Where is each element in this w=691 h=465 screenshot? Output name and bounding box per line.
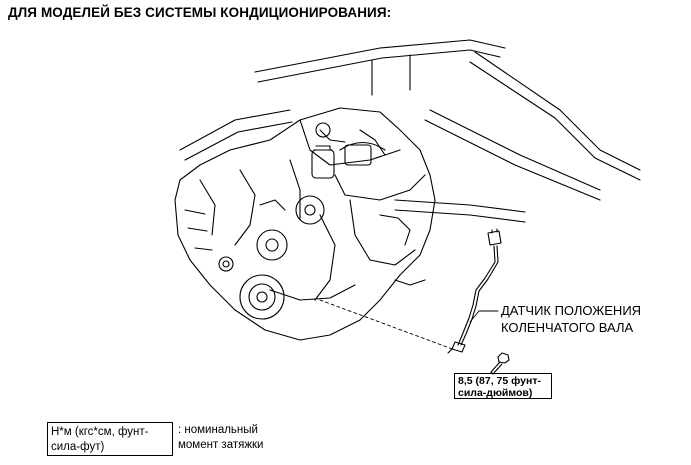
legend-box-line1: Н*м (кгс*см, фунт- (51, 426, 149, 438)
pulleys (218, 195, 325, 320)
sensor-label-line1: ДАТЧИК ПОЛОЖЕНИЯ (501, 303, 642, 318)
sensor-label: ДАТЧИК ПОЛОЖЕНИЯ КОЛЕНЧАТОГО ВАЛА (501, 302, 641, 336)
legend-box: Н*м (кгс*см, фунт- сила-фут) (47, 422, 173, 456)
engine-block (174, 107, 436, 341)
crankshaft-sensor (447, 228, 502, 354)
sensor-leader-line (469, 310, 499, 323)
legend-desc-line1: : номинальный (178, 424, 258, 436)
torque-line2: сила-дюймов) (458, 387, 533, 399)
legend-description: : номинальный момент затяжки (178, 423, 263, 453)
install-line (319, 299, 456, 351)
torque-spec-box: 8,5 (87, 75 фунт- сила-дюймов) (454, 373, 552, 399)
sensor-bolt (490, 352, 510, 375)
frame-rails (179, 39, 641, 223)
sensor-label-line2: КОЛЕНЧАТОГО ВАЛА (501, 320, 634, 335)
legend-desc-line2: момент затяжки (178, 439, 264, 451)
diagram-heading: ДЛЯ МОДЕЛЕЙ БЕЗ СИСТЕМЫ КОНДИЦИОНИРОВАНИ… (8, 5, 392, 20)
legend-box-line2: сила-фут) (51, 441, 105, 453)
reservoir (311, 122, 372, 179)
torque-line1: 8,5 (87, 75 фунт- (458, 375, 541, 387)
